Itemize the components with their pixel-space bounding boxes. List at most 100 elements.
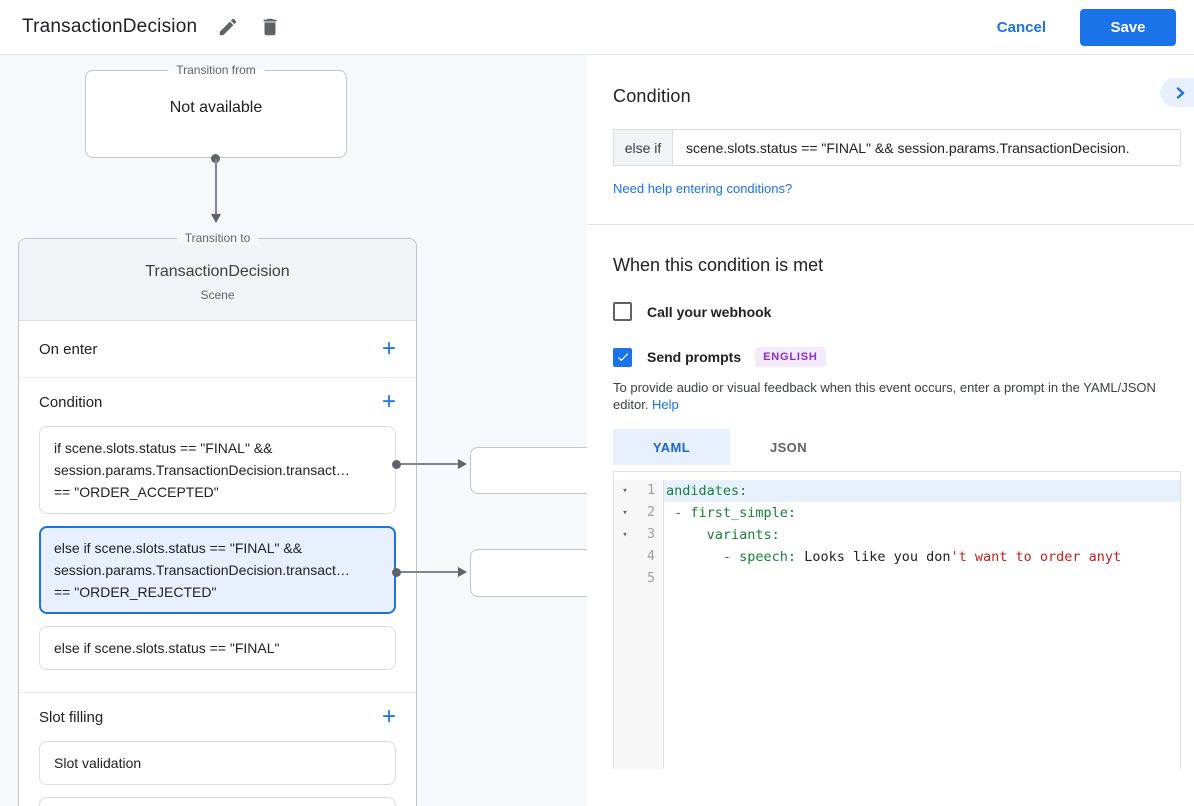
condition-expression-row: else if xyxy=(613,129,1181,166)
code-token: Looks like you don xyxy=(796,549,951,565)
line-number: 2 xyxy=(636,502,664,524)
transition-to-box: Transition to TransactionDecision Scene … xyxy=(18,231,417,806)
scene-subtitle: Scene xyxy=(200,288,235,302)
line-number: 1 xyxy=(636,480,664,502)
chevron-right-icon xyxy=(1175,86,1187,99)
code-token: - xyxy=(666,505,691,521)
code-token: variants: xyxy=(706,527,780,543)
add-condition-button[interactable]: + xyxy=(382,390,396,414)
code-token: first_simple: xyxy=(690,505,797,521)
condition-help-link[interactable]: Need help entering conditions? xyxy=(613,181,793,196)
arrow-right-icon xyxy=(458,459,467,469)
transition-from-legend: Transition from xyxy=(168,63,264,77)
cancel-button[interactable]: Cancel xyxy=(996,18,1046,36)
condition-card-rejected-selected[interactable]: else if scene.slots.status == "FINAL" &&… xyxy=(39,526,396,614)
condition-prefix: else if xyxy=(613,129,672,166)
condition-section: Condition + if scene.slots.status == "FI… xyxy=(19,378,416,693)
prompt-hint-text: To provide audio or visual feedback when… xyxy=(613,379,1181,413)
send-prompts-row: Send prompts ENGLISH xyxy=(613,347,1181,367)
connector-line xyxy=(215,159,217,214)
triangle-down-icon[interactable]: ▾ xyxy=(614,502,636,524)
editor-tabs: YAML JSON xyxy=(613,429,1181,465)
code-line[interactable]: 4 - speech: Looks like you don't want to… xyxy=(614,546,1180,568)
triangle-down-icon[interactable]: ▾ xyxy=(614,480,636,502)
trash-icon xyxy=(259,16,281,38)
arrow-right-icon xyxy=(458,567,467,577)
condition-card-accepted[interactable]: if scene.slots.status == "FINAL" && sess… xyxy=(39,426,396,514)
edit-scene-button[interactable] xyxy=(211,10,245,44)
send-prompts-label: Send prompts xyxy=(647,349,742,365)
code-token: 't want to order anyt xyxy=(950,549,1122,565)
code-line[interactable]: ▾ 2 - first_simple: xyxy=(614,502,1180,524)
code-line[interactable]: ▾ 3 variants: xyxy=(614,524,1180,546)
connector-dot xyxy=(392,460,401,469)
gutter-spacer xyxy=(614,568,636,590)
condition-text: == "ORDER_ACCEPTED" xyxy=(54,484,219,500)
plus-icon: + xyxy=(381,388,396,415)
condition-label: Condition xyxy=(39,393,103,411)
gutter-spacer xyxy=(636,590,664,769)
connector-line xyxy=(401,571,458,573)
slot-filling-label: Slot filling xyxy=(39,708,104,726)
page-title: TransactionDecision xyxy=(22,16,198,37)
delete-scene-button[interactable] xyxy=(253,10,287,44)
language-badge: ENGLISH xyxy=(755,347,826,367)
collapse-panel-button[interactable] xyxy=(1160,78,1194,107)
transition-from-box: Transition from Not available xyxy=(85,63,347,158)
code-line[interactable]: 5 xyxy=(614,568,1180,590)
add-slot-button[interactable]: + xyxy=(382,705,396,729)
plus-icon: + xyxy=(381,703,396,730)
yaml-code-editor[interactable]: ▾ 1 andidates: ▾ 2 - first_simple: ▾ 3 v… xyxy=(613,471,1181,769)
gutter-spacer xyxy=(614,590,636,769)
condition-text: session.params.TransactionDecision.trans… xyxy=(54,562,350,578)
checkmark-icon xyxy=(616,350,630,364)
condition-expression-input[interactable] xyxy=(672,129,1181,166)
line-number: 3 xyxy=(636,524,664,546)
on-enter-section: On enter + xyxy=(19,321,416,378)
webhook-row: Call your webhook xyxy=(613,302,1181,321)
tab-yaml[interactable]: YAML xyxy=(613,429,730,465)
divider xyxy=(587,224,1194,225)
when-condition-heading: When this condition is met xyxy=(613,255,824,275)
code-token: speech: xyxy=(739,549,797,565)
gutter-spacer xyxy=(614,546,636,568)
condition-text: else if scene.slots.status == "FINAL" xyxy=(54,640,280,656)
scene-header: TransactionDecision Scene xyxy=(19,239,416,321)
slot-validation-card[interactable]: Slot validation xyxy=(39,741,396,785)
condition-detail-panel: Condition else if Need help entering con… xyxy=(587,55,1194,806)
code-line-empty[interactable] xyxy=(614,590,1180,769)
prompt-help-link[interactable]: Help xyxy=(652,397,679,412)
top-bar: TransactionDecision Cancel Save xyxy=(0,0,1194,55)
condition-text: if scene.slots.status == "FINAL" && xyxy=(54,440,273,456)
condition-card-final[interactable]: else if scene.slots.status == "FINAL" xyxy=(39,626,396,670)
arrow-down-icon xyxy=(211,214,221,223)
connector-dot xyxy=(211,154,220,163)
condition-text: == "ORDER_REJECTED" xyxy=(54,584,217,600)
panel-title: Condition xyxy=(613,86,691,106)
line-number: 4 xyxy=(636,546,664,568)
tab-json[interactable]: JSON xyxy=(769,439,807,455)
code-token: - xyxy=(666,549,740,565)
transition-target-node[interactable] xyxy=(470,549,587,597)
add-on-enter-button[interactable]: + xyxy=(382,337,396,361)
transition-target-node[interactable] xyxy=(470,447,587,494)
scene-title: TransactionDecision xyxy=(145,263,290,280)
line-number: 5 xyxy=(636,568,664,590)
code-line[interactable]: ▾ 1 andidates: xyxy=(614,480,1180,502)
prompt-hint-body: To provide audio or visual feedback when… xyxy=(613,380,1156,412)
code-token xyxy=(666,527,707,543)
plus-icon: + xyxy=(381,335,396,362)
pencil-icon xyxy=(217,16,239,38)
code-token: andidates: xyxy=(666,483,748,499)
save-button[interactable]: Save xyxy=(1080,8,1176,46)
slot-card-partial[interactable] xyxy=(39,797,396,806)
call-webhook-checkbox[interactable] xyxy=(613,302,632,321)
triangle-down-icon[interactable]: ▾ xyxy=(614,524,636,546)
slot-validation-text: Slot validation xyxy=(54,755,142,771)
condition-text: session.params.TransactionDecision.trans… xyxy=(54,462,350,478)
transition-to-legend: Transition to xyxy=(176,231,259,245)
scene-flow-canvas: Transition from Not available Transition… xyxy=(0,55,587,806)
transition-from-value: Not available xyxy=(169,99,263,116)
on-enter-label: On enter xyxy=(39,340,98,358)
send-prompts-checkbox[interactable] xyxy=(613,347,632,367)
